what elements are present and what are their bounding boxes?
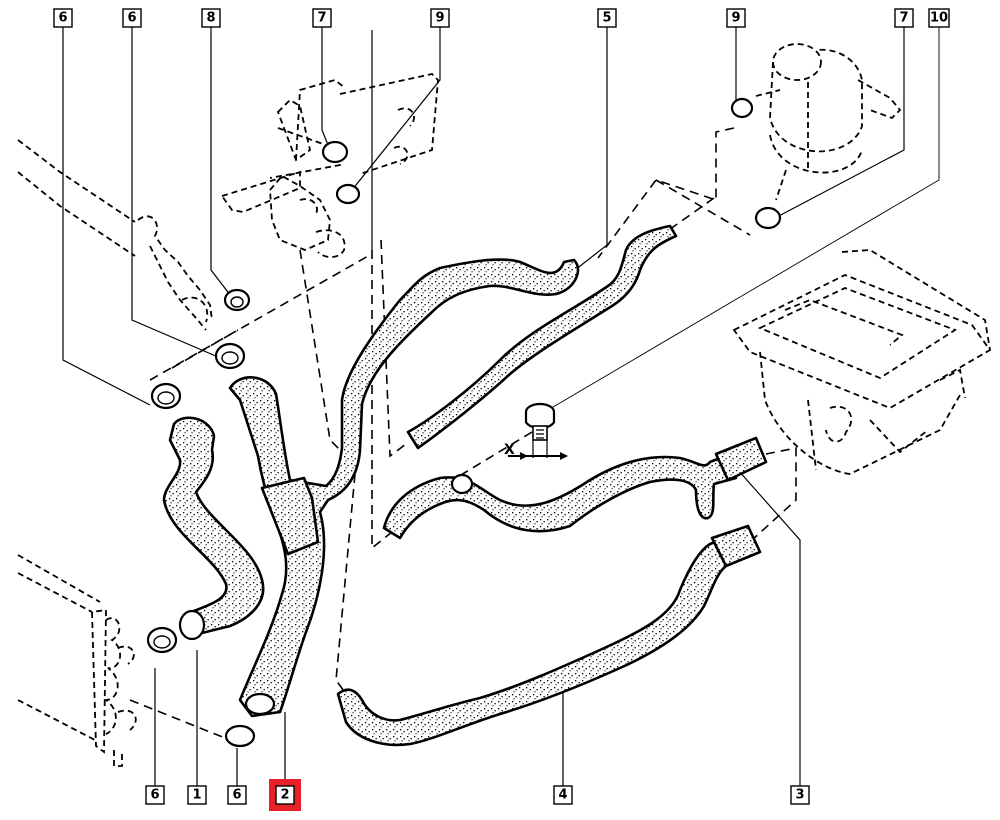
- heater-unit-phantom: [732, 249, 992, 475]
- svg-text:9: 9: [435, 11, 444, 26]
- clamp-9-tank: [730, 97, 754, 119]
- callout-6d[interactable]: 6: [227, 785, 247, 805]
- clamp-8: [223, 288, 251, 312]
- svg-text:2: 2: [280, 788, 289, 803]
- callout-8[interactable]: 8: [201, 8, 221, 28]
- svg-text:5: 5: [602, 11, 611, 26]
- clamp-9-thermostat: [335, 183, 361, 205]
- hose-2-end: [244, 692, 276, 716]
- clamp-7-tank: [754, 206, 782, 230]
- clamp-6-lower: [224, 724, 256, 748]
- svg-text:10: 10: [930, 11, 948, 26]
- svg-text:6: 6: [150, 788, 159, 803]
- callout-3[interactable]: 3: [790, 785, 810, 805]
- callout-4[interactable]: 4: [553, 785, 573, 805]
- expansion-tank-phantom: [755, 43, 902, 201]
- callout-6b[interactable]: 6: [122, 8, 142, 28]
- callout-1[interactable]: 1: [187, 785, 207, 805]
- bleed-screw[interactable]: X: [504, 402, 568, 460]
- callouts-bottom: 6 1 6 2 4 3: [145, 779, 810, 811]
- svg-text:7: 7: [899, 11, 908, 26]
- svg-text:1: 1: [192, 788, 201, 803]
- callout-6c[interactable]: 6: [145, 785, 165, 805]
- callout-10[interactable]: 10: [928, 8, 950, 28]
- hose-5-heater-supply[interactable]: [406, 224, 678, 450]
- callout-6a[interactable]: 6: [53, 8, 73, 28]
- callouts-top: 6 6 8 7 9 5 9 7 10: [53, 8, 950, 28]
- callout-9a[interactable]: 9: [430, 8, 450, 28]
- leader-lines: [62, 27, 940, 788]
- svg-text:3: 3: [795, 788, 804, 803]
- clamp-7-thermostat: [321, 140, 349, 164]
- hose-3-heater[interactable]: [382, 452, 738, 540]
- hose-1-end: [178, 609, 206, 641]
- svg-text:6: 6: [232, 788, 241, 803]
- engine-pipe-phantom: [17, 139, 213, 331]
- dimension-x-label: X: [504, 442, 515, 458]
- svg-text:7: 7: [317, 11, 326, 26]
- svg-text:9: 9: [731, 11, 740, 26]
- clamps: [146, 97, 782, 748]
- clamp-heater-hose: [450, 473, 474, 495]
- callout-7b[interactable]: 7: [894, 8, 914, 28]
- callout-2-highlighted[interactable]: 2: [269, 779, 301, 811]
- thermostat-housing-phantom: [220, 73, 439, 258]
- callout-7a[interactable]: 7: [312, 8, 332, 28]
- hose-2-collar: [260, 476, 320, 556]
- svg-text:8: 8: [206, 11, 215, 26]
- assembly-axes: [129, 127, 797, 741]
- svg-text:4: 4: [558, 788, 567, 803]
- hose-4-fitting: [710, 524, 762, 568]
- hose-3-fitting: [714, 436, 768, 482]
- svg-text:6: 6: [58, 11, 67, 26]
- callout-9b[interactable]: 9: [726, 8, 746, 28]
- hose-4-heater-return[interactable]: [336, 532, 750, 747]
- radiator-phantom: [17, 554, 137, 767]
- hose-1-radiator-upper[interactable]: [162, 416, 265, 636]
- callout-5[interactable]: 5: [597, 8, 617, 28]
- svg-text:6: 6: [127, 11, 136, 26]
